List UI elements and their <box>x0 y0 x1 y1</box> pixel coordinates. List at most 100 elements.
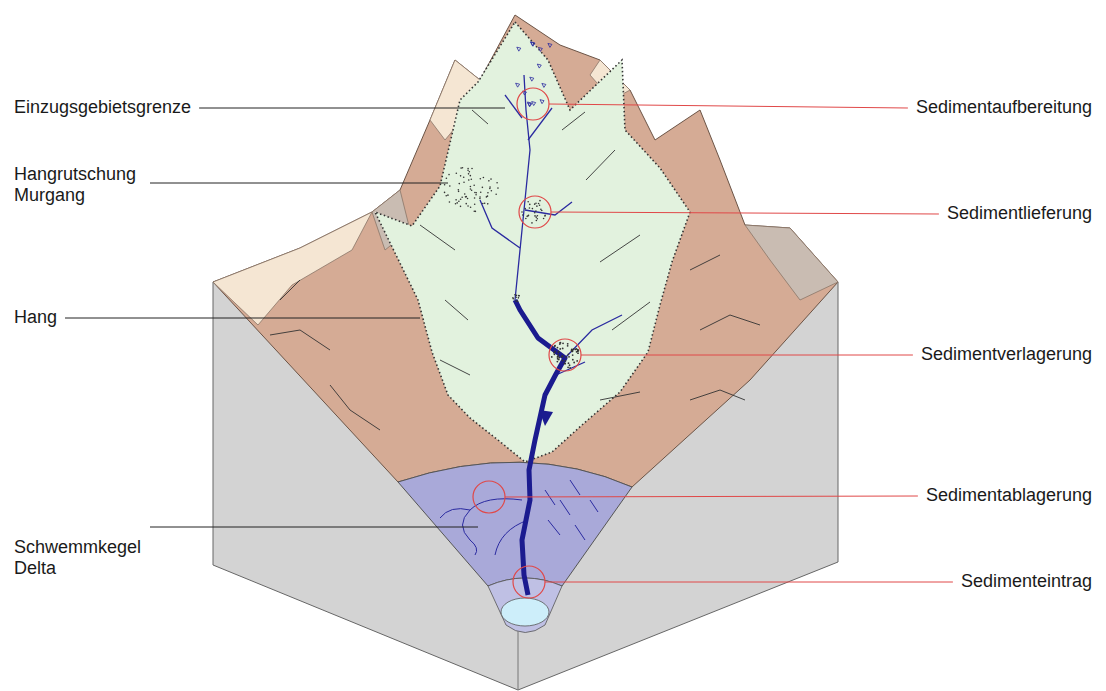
sediment-dot <box>569 367 571 369</box>
sediment-dot <box>497 187 499 189</box>
sediment-dot <box>574 349 576 351</box>
sediment-dot <box>474 204 476 206</box>
sediment-dot <box>480 191 482 193</box>
sediment-dot <box>527 201 529 203</box>
callout-circle <box>473 481 505 513</box>
process-label: Sedimentlieferung <box>947 203 1092 224</box>
sediment-dot <box>447 194 449 196</box>
sediment-dot <box>496 182 498 184</box>
leader-line <box>549 104 908 108</box>
sediment-dot <box>562 348 564 350</box>
sediment-dot <box>518 295 520 297</box>
sediment-dot <box>558 351 560 353</box>
leader-line <box>65 318 420 319</box>
sediment-dot <box>470 188 472 190</box>
process-label: Sedimentverlagerung <box>921 344 1092 365</box>
sediment-dot <box>512 297 514 299</box>
leader-line <box>545 582 953 583</box>
mountain-terrain <box>213 15 838 487</box>
sediment-dot <box>528 214 530 216</box>
debris-fragment <box>528 103 532 107</box>
sediment-dot <box>489 186 491 188</box>
sediment-dot <box>561 356 563 358</box>
sediment-dot <box>524 208 526 210</box>
sediment-dot <box>572 354 574 356</box>
sediment-dot <box>463 177 465 179</box>
sediment-dot <box>474 197 476 199</box>
sediment-dot <box>557 354 559 356</box>
sediment-dot <box>495 194 497 196</box>
leader-line <box>551 212 939 214</box>
sediment-dot <box>458 189 460 191</box>
sediment-dot <box>536 205 538 207</box>
sediment-dot <box>515 296 517 298</box>
sediment-dot <box>534 212 536 214</box>
sediment-dot <box>569 364 571 366</box>
sediment-dot <box>567 353 569 355</box>
leader-line <box>150 527 478 528</box>
sediment-dot <box>482 187 484 189</box>
sediment-dot <box>445 195 447 197</box>
sediment-dot <box>460 167 462 169</box>
sediment-dot <box>516 295 518 297</box>
sediment-dot <box>565 356 567 358</box>
sediment-dot <box>487 195 489 197</box>
sediment-dot <box>470 206 472 208</box>
callout-circle <box>513 566 545 598</box>
catchment-area <box>375 22 690 462</box>
sediment-dot <box>568 362 570 364</box>
sediment-dot <box>487 192 489 194</box>
sediment-dot <box>572 359 574 361</box>
sediment-dot <box>567 343 569 345</box>
sediment-dot <box>471 168 473 170</box>
debris-fragment <box>548 43 552 47</box>
sediment-dot <box>446 177 448 179</box>
sediment-dot <box>572 350 574 352</box>
sediment-dot <box>483 177 485 179</box>
debris-fragment <box>540 100 544 104</box>
sediment-dot <box>463 181 465 183</box>
sediment-dot <box>532 208 534 210</box>
alluvial-fan <box>398 462 632 586</box>
leader-line <box>581 355 913 356</box>
sediment-dot <box>568 356 570 358</box>
sediment-dot <box>468 179 470 181</box>
sediment-dot <box>529 204 531 206</box>
leader-line <box>150 183 448 184</box>
sediment-dot <box>577 349 579 351</box>
sediment-dot <box>544 215 546 217</box>
flow-arrow <box>539 410 553 426</box>
sediment-dot <box>535 202 537 204</box>
sediment-dot <box>525 218 527 220</box>
sediment-dot <box>462 167 464 169</box>
debris-fragment <box>517 47 521 51</box>
debris-fragment <box>530 77 534 81</box>
sediment-dot <box>557 356 559 358</box>
sediment-dot <box>487 203 489 205</box>
sediment-dot <box>479 196 481 198</box>
sediment-dot <box>556 361 558 363</box>
sediment-dot <box>543 218 545 220</box>
sediment-dot <box>522 214 524 216</box>
sediment-dot <box>562 342 564 344</box>
sediment-dot <box>456 202 458 204</box>
sediment-dot <box>480 178 482 180</box>
sediment-dot <box>464 193 466 195</box>
sediment-dot <box>449 201 451 203</box>
sediment-dot <box>544 215 546 217</box>
sediment-dot <box>488 180 490 182</box>
sediment-dot <box>541 210 543 212</box>
sediment-dot <box>460 199 462 201</box>
sediment-dot <box>467 198 469 200</box>
sediment-dot <box>489 188 491 190</box>
sediment-dot <box>536 220 538 222</box>
sediment-dot <box>469 171 471 173</box>
sediment-dot <box>554 345 556 347</box>
sediment-dots <box>444 42 579 369</box>
sediment-dot <box>512 298 514 300</box>
sediment-dot <box>526 216 528 218</box>
sediment-dot <box>535 210 537 212</box>
sediment-dot <box>538 203 540 205</box>
feature-label: Hang <box>14 307 57 328</box>
sediment-dot <box>534 215 536 217</box>
